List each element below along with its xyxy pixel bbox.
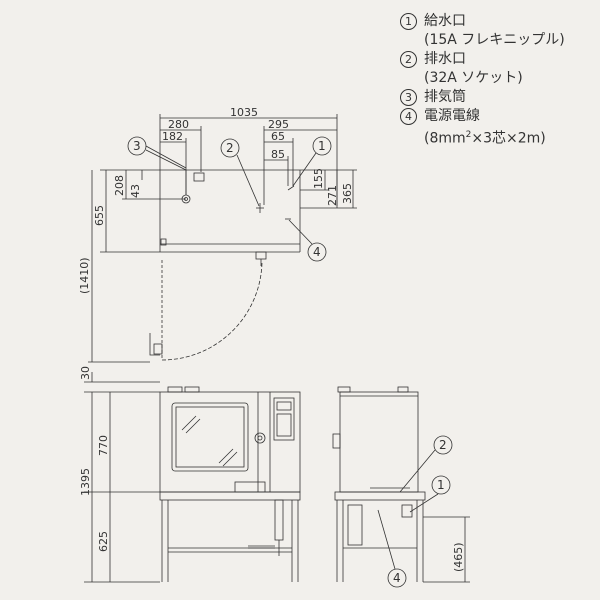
dim-280: 280	[168, 118, 189, 131]
legend-detail-1: (15A フレキニップル)	[424, 32, 565, 48]
callout-3: 3	[133, 139, 141, 153]
legend-label-3: 排気筒	[424, 89, 466, 105]
dim-208: 208	[113, 175, 126, 196]
dim-43: 43	[129, 184, 142, 198]
dim-770: 770	[97, 435, 110, 456]
legend-item-power-cable: 4 電源電線 (8mm2×3芯×2m)	[400, 107, 565, 149]
dim-655: 655	[93, 205, 106, 226]
callout-circle-side-4	[387, 568, 407, 588]
front-dimensions: 30 770 1395 625	[79, 366, 160, 583]
callout-side-4: 4	[393, 571, 401, 585]
legend-num-2: 2	[400, 51, 417, 68]
legend-num-1: 1	[400, 13, 417, 30]
callout-circle-1	[312, 136, 332, 156]
side-view	[332, 386, 426, 582]
legend-label-1: 給水口	[424, 13, 466, 29]
legend-label-4: 電源電線	[424, 108, 480, 124]
dim-625: 625	[97, 531, 110, 552]
side-callouts: 2 1 4	[377, 435, 453, 588]
callout-1: 1	[318, 139, 326, 153]
callout-circle-side-2	[433, 435, 453, 455]
legend-label-2: 排水口	[424, 51, 466, 67]
plan-dimensions: 1035 280 182 295 65 85 655 208	[78, 106, 357, 363]
legend-num-3: 3	[400, 89, 417, 106]
callout-4: 4	[313, 245, 321, 259]
callout-2: 2	[226, 141, 234, 155]
callout-circle-side-1	[431, 475, 451, 495]
legend-detail-2: (32A ソケット)	[424, 70, 523, 86]
dim-85: 85	[271, 148, 285, 161]
dim-182: 182	[162, 130, 183, 143]
dim-width-total: 1035	[230, 106, 258, 119]
dim-155: 155	[312, 168, 325, 189]
legend: 1 給水口 (15A フレキニップル) 2 排水口 (32A ソケット) 3 排…	[400, 12, 565, 149]
callout-side-1: 1	[437, 478, 445, 492]
legend-item-exhaust: 3 排気筒	[400, 88, 565, 107]
plan-view	[149, 169, 301, 361]
callout-circle-2	[220, 138, 240, 158]
legend-item-water-inlet: 1 給水口 (15A フレキニップル)	[400, 12, 565, 50]
legend-num-4: 4	[400, 108, 417, 125]
dim-295: 295	[268, 118, 289, 131]
dim-271: 271	[326, 185, 339, 206]
dim-465: (465)	[452, 542, 465, 572]
dim-365: 365	[341, 183, 354, 204]
dim-65: 65	[271, 130, 285, 143]
legend-detail-4: (8mm2×3芯×2m)	[424, 130, 546, 147]
dim-1395: 1395	[79, 468, 92, 496]
plan-callouts: 3 2 1 4	[127, 136, 332, 262]
legend-item-drain: 2 排水口 (32A ソケット)	[400, 50, 565, 88]
front-view	[159, 386, 301, 582]
dim-1410: (1410)	[78, 257, 91, 294]
callout-circle-4	[307, 242, 327, 262]
callout-side-2: 2	[439, 438, 447, 452]
dim-30: 30	[79, 366, 92, 380]
side-dimensions: (465)	[423, 516, 470, 583]
